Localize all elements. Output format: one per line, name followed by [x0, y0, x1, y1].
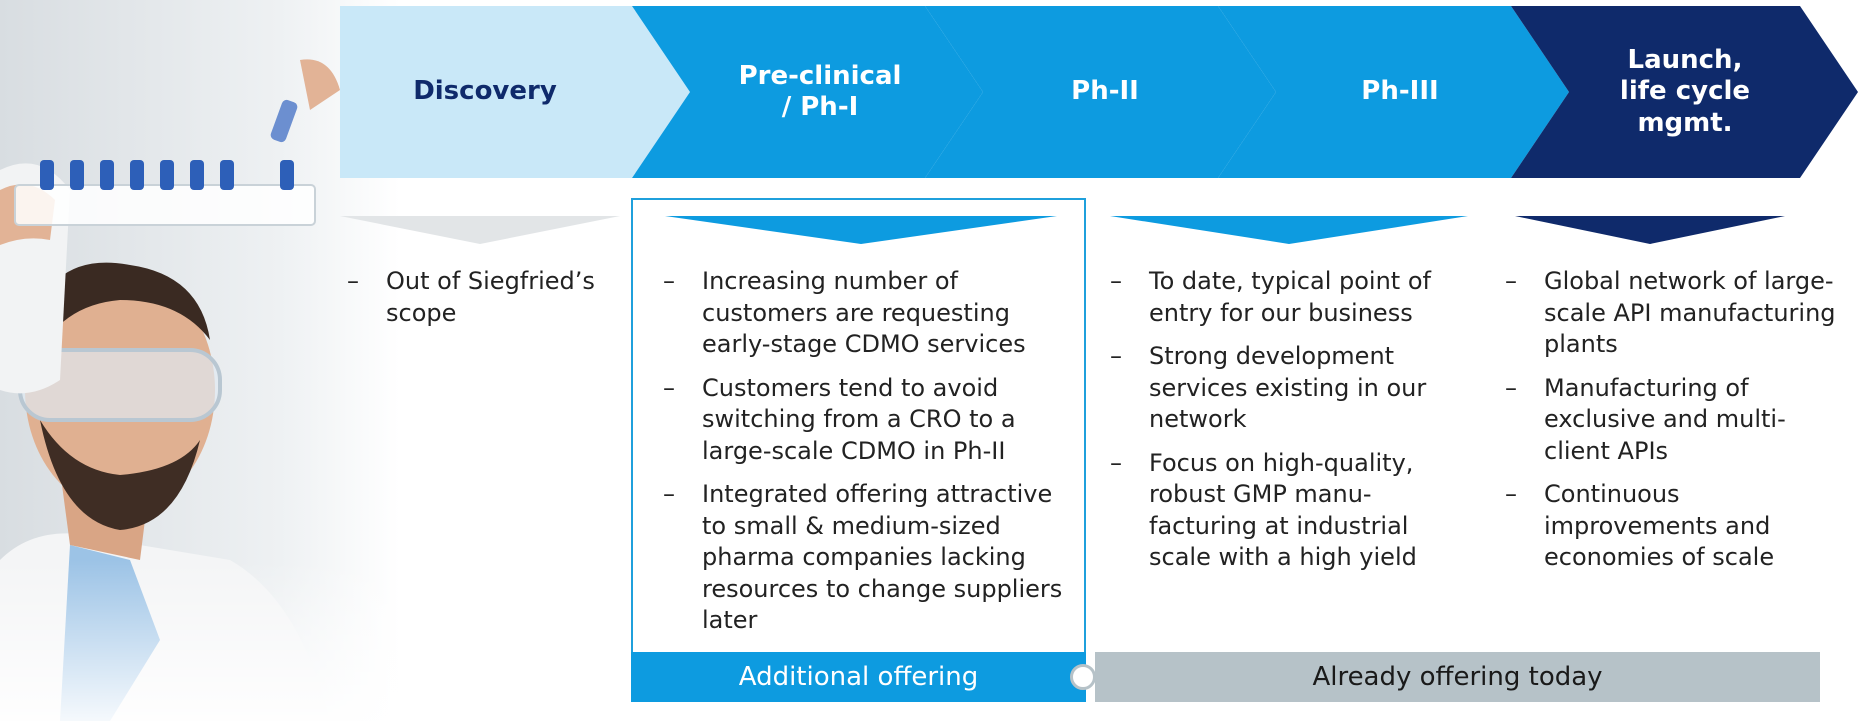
bullet-dash: – — [663, 480, 675, 508]
list-item: – Customers tend to avoid switching from… — [663, 373, 1068, 468]
list-item: – Global network of large-scale API manu… — [1505, 266, 1840, 361]
stage-label-preclinical: Pre-clinical / Ph-I — [738, 60, 902, 122]
down-triangle-discovery — [340, 216, 620, 244]
connector-circle-icon — [1070, 664, 1096, 690]
stage-arrow-preclinical — [632, 6, 983, 178]
column-preclinical: – Increasing number of customers are req… — [663, 266, 1068, 649]
list-item: – To date, typical point of entry for ou… — [1110, 266, 1465, 329]
list-item: – Increasing number of customers are req… — [663, 266, 1068, 361]
bullet-text: Manufacturing of exclusive and multi-cli… — [1544, 373, 1786, 465]
bullet-dash: – — [1505, 480, 1517, 508]
process-chevrons — [340, 6, 1858, 178]
bullet-text: Focus on high-quality, robust GMP manu-f… — [1149, 448, 1417, 572]
stage-arrow-discovery — [340, 6, 690, 178]
additional-offering-label: Additional offering — [738, 662, 979, 692]
list-item: – Integrated offering attractive to smal… — [663, 479, 1068, 637]
down-triangle-preclinical — [665, 216, 1057, 244]
down-triangle-launch — [1515, 216, 1785, 244]
bullet-text: Increasing number of customers are reque… — [702, 267, 1026, 358]
bullet-text: To date, typical point of entry for our … — [1149, 267, 1431, 327]
list-item: – Manufacturing of exclusive and multi-c… — [1505, 373, 1840, 468]
bullet-dash: – — [1110, 448, 1122, 477]
list-item: – Out of Siegfried’s scope — [347, 266, 617, 329]
stage-label-discovery: Discovery — [413, 76, 557, 107]
bullet-dash: – — [1110, 267, 1122, 295]
bullet-dash: – — [663, 267, 675, 295]
bullet-text: Out of Siegfried’s scope — [386, 267, 595, 327]
bullet-text: Customers tend to avoid switching from a… — [702, 373, 1016, 465]
list-item: – Continuous improvements and economies … — [1505, 479, 1840, 574]
column-phase2-3: – To date, typical point of entry for ou… — [1110, 266, 1465, 586]
stage-label-launch: Launch, life cycle mgmt. — [1619, 45, 1751, 138]
list-item: – Focus on high-quality, robust GMP manu… — [1110, 448, 1465, 574]
stage-label-phase2: Ph-II — [1071, 76, 1139, 107]
column-launch: – Global network of large-scale API manu… — [1505, 266, 1840, 586]
bullet-text: Strong development services existing in … — [1149, 342, 1427, 433]
bullet-text: Continuous improvements and economies of… — [1544, 480, 1775, 571]
bullet-dash: – — [1505, 267, 1517, 295]
bullet-text: Integrated offering attractive to small … — [702, 480, 1063, 634]
bullet-dash: – — [347, 267, 359, 295]
already-offering-bar: Already offering today — [1095, 652, 1820, 702]
stage-arrow-launch — [1511, 6, 1858, 178]
list-item: – Strong development services existing i… — [1110, 341, 1465, 436]
stage-arrow-phase2 — [925, 6, 1276, 178]
already-offering-label: Already offering today — [1312, 662, 1603, 692]
bullet-dash: – — [1110, 342, 1122, 370]
scientist-photo — [0, 0, 400, 721]
column-discovery: – Out of Siegfried’s scope — [347, 266, 617, 341]
stage-label-phase3: Ph-III — [1361, 76, 1439, 107]
bullet-text: Global network of large-scale API manufa… — [1544, 267, 1836, 358]
bullet-dash: – — [663, 373, 675, 402]
stage-arrow-phase3 — [1218, 6, 1569, 178]
additional-offering-bar: Additional offering — [631, 652, 1086, 702]
down-triangle-phase2-3 — [1110, 216, 1468, 244]
bullet-dash: – — [1505, 373, 1517, 402]
